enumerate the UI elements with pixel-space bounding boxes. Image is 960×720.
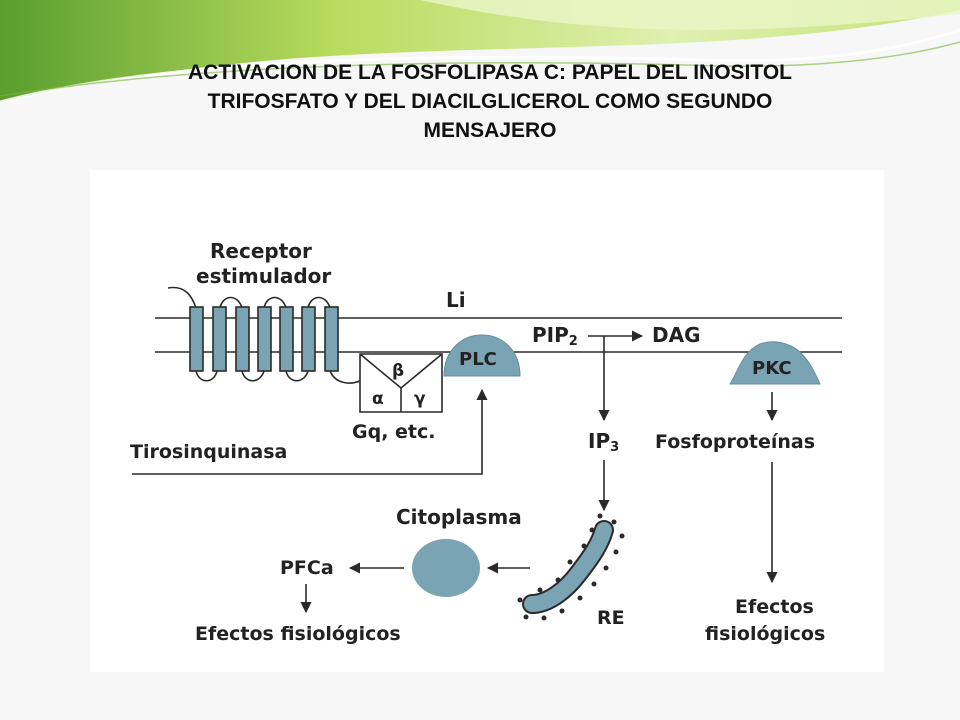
efectos-right-label-line-2: fisiológicos (705, 623, 825, 645)
receptor-label-line-2: estimulador (196, 264, 331, 288)
header-swoosh-decoration (0, 0, 960, 104)
tirosinquinasa-to-plc-arrow (132, 388, 488, 475)
pfca-label: PFCa (280, 557, 334, 579)
g-beta-subunit: β (392, 361, 404, 381)
pip2-label: PIP2 (532, 323, 578, 349)
g-gamma-subunit: γ (414, 389, 426, 409)
g-protein-complex (359, 353, 443, 413)
figure-panel: Receptor estimulador Li β α γ Gq, etc. P… (90, 170, 884, 672)
receptor-transmembrane-helices (167, 286, 363, 384)
ip3-label: IP3 (588, 429, 619, 455)
calcium-cytoplasm-blob (412, 539, 480, 597)
re-label: RE (597, 607, 625, 629)
receptor-label-line-1: Receptor (210, 239, 312, 263)
fosfoproteinas-label: Fosfoproteínas (655, 431, 815, 453)
li-label: Li (446, 288, 466, 312)
efectos-left-label: Efectos fisiológicos (195, 623, 401, 645)
plc-enzyme-shape (443, 334, 521, 377)
slide-title-line-2: TRIFOSFATO Y DEL DIACILGLICEROL COMO SEG… (207, 90, 773, 113)
slide-title-line-3: MENSAJERO (423, 119, 557, 142)
dag-label: DAG (652, 323, 701, 347)
gq-label: Gq, etc. (352, 421, 435, 443)
efectos-right-label-line-1: Efectos (735, 596, 814, 618)
slide-title-line-1: ACTIVACION DE LA FOSFOLIPASA C: PAPEL DE… (188, 61, 792, 84)
pkc-label: PKC (752, 358, 792, 379)
endoplasmic-reticulum-shape (517, 513, 625, 621)
citoplasma-label: Citoplasma (396, 505, 522, 529)
g-alpha-subunit: α (372, 389, 384, 409)
pkc-enzyme-shape (729, 341, 821, 385)
slide-title: ACTIVACION DE LA FOSFOLIPASA C: PAPEL DE… (60, 58, 920, 145)
tirosinquinasa-label: Tirosinquinasa (130, 441, 287, 463)
plc-pathway-diagram: Receptor estimulador Li β α γ Gq, etc. P… (130, 239, 842, 645)
plc-label: PLC (459, 349, 497, 370)
